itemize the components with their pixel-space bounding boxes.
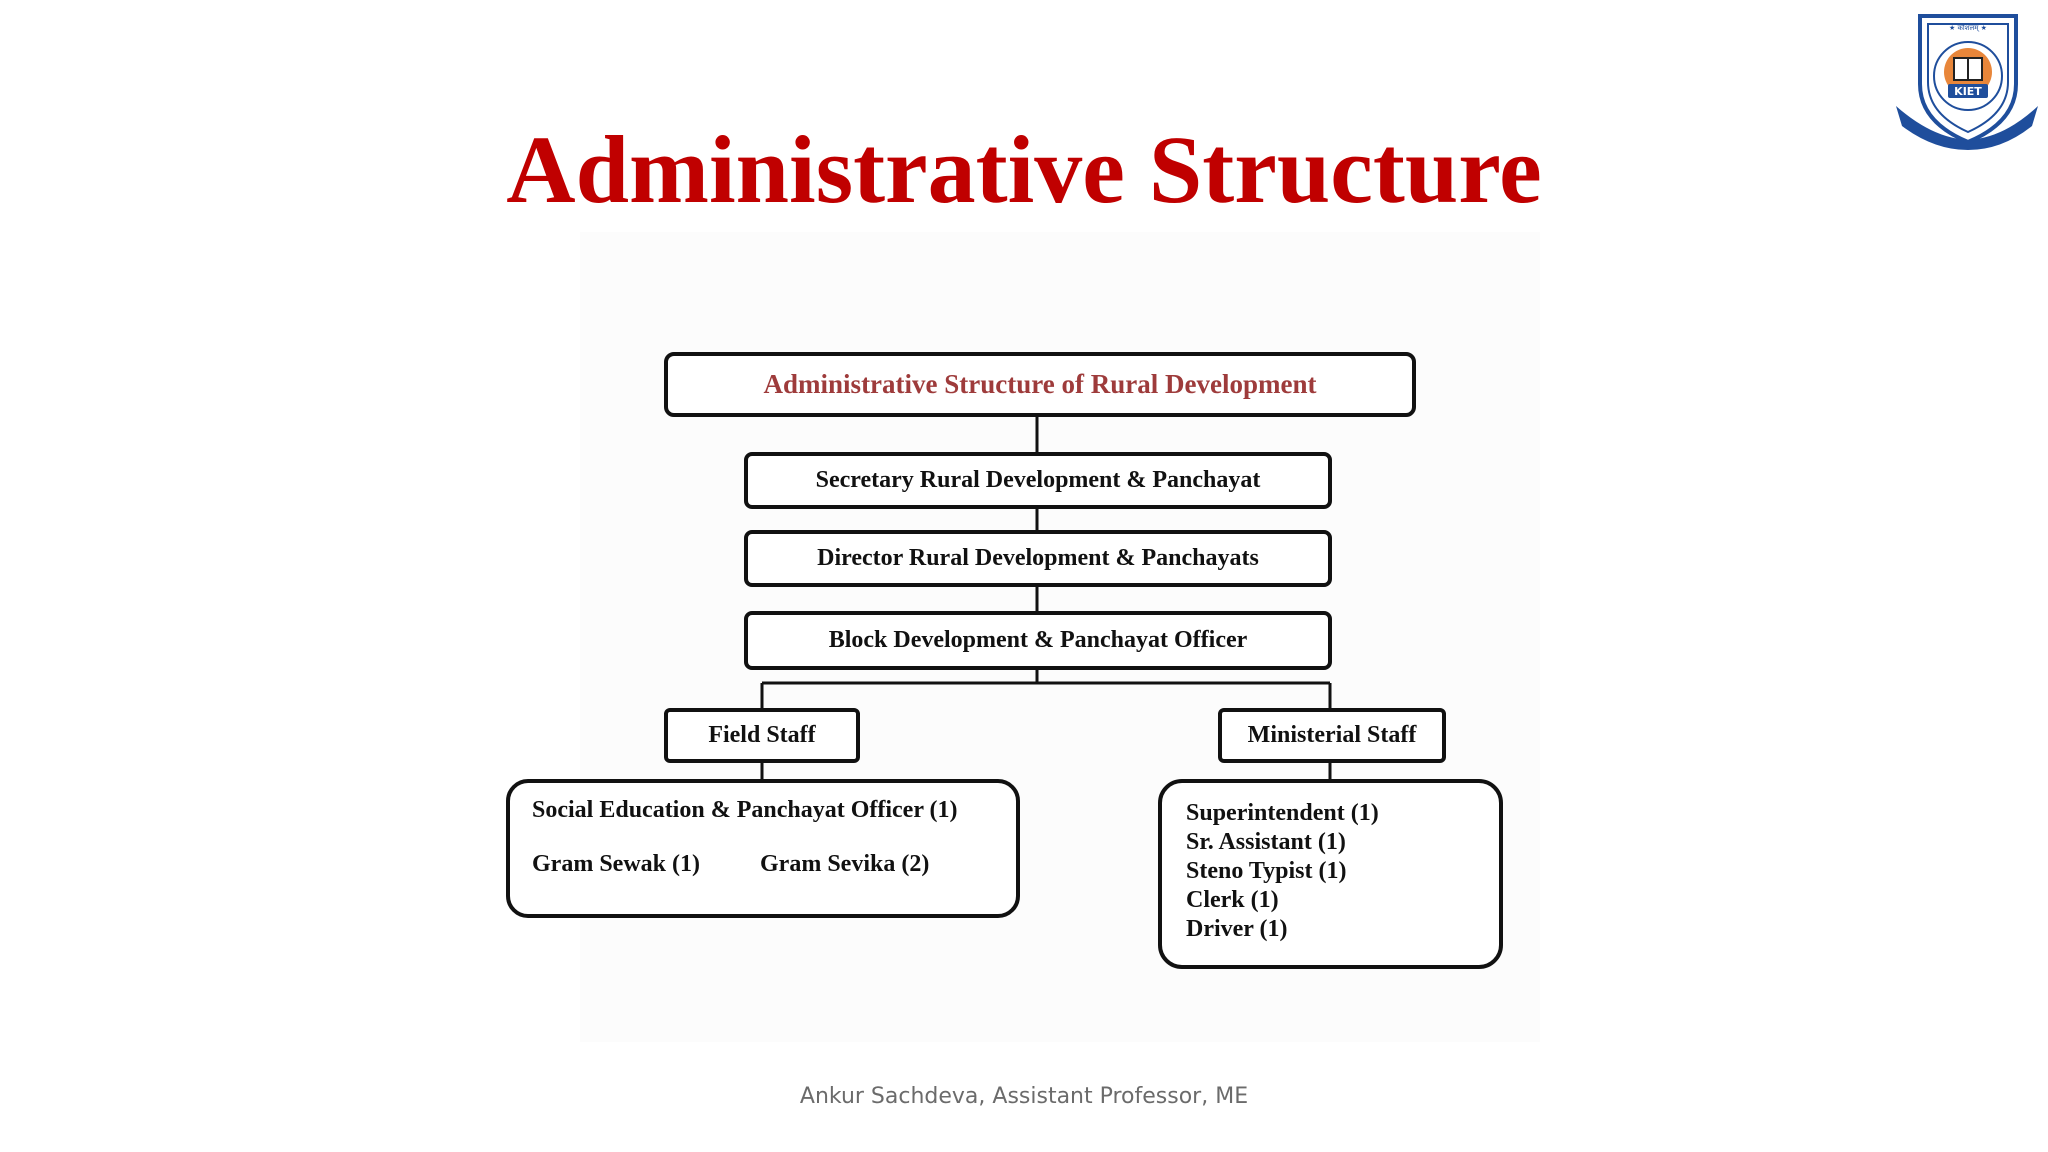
ministerial-staff-members-box: Superintendent (1) Sr. Assistant (1) Ste…: [1158, 779, 1503, 969]
org-box-secretary: Secretary Rural Development & Panchayat: [744, 452, 1332, 509]
org-box-field-staff: Field Staff: [664, 708, 860, 763]
svg-text:★ कौशलम् ★: ★ कौशलम् ★: [1949, 23, 1987, 32]
org-box-block-officer: Block Development & Panchayat Officer: [744, 611, 1332, 670]
kiet-logo-icon: KIET ★ कौशलम् ★: [1896, 14, 2038, 150]
ministerial-member-item: Superintendent (1): [1186, 800, 1379, 826]
ministerial-member-list: Superintendent (1) Sr. Assistant (1) Ste…: [1186, 799, 1499, 944]
org-box-ministerial-staff: Ministerial Staff: [1218, 708, 1446, 763]
ministerial-member-item: Clerk (1): [1186, 887, 1279, 913]
institution-logo: KIET ★ कौशलम् ★: [1892, 10, 2042, 150]
org-box-director: Director Rural Development & Panchayats: [744, 530, 1332, 587]
field-staff-members-box: Social Education & Panchayat Officer (1)…: [506, 779, 1020, 918]
ministerial-member-item: Driver (1): [1186, 916, 1288, 942]
slide-footer: Ankur Sachdeva, Assistant Professor, ME: [799, 1084, 1249, 1109]
org-root-box: Administrative Structure of Rural Develo…: [664, 352, 1416, 417]
slide-title: Administrative Structure: [506, 116, 1542, 223]
ministerial-member-item: Sr. Assistant (1): [1186, 829, 1346, 855]
svg-text:KIET: KIET: [1954, 85, 1982, 98]
field-member-item: Social Education & Panchayat Officer (1): [532, 797, 958, 823]
field-member-item: Gram Sevika (2): [760, 851, 930, 877]
field-member-item: Gram Sewak (1): [532, 851, 700, 877]
ministerial-member-item: Steno Typist (1): [1186, 858, 1347, 884]
